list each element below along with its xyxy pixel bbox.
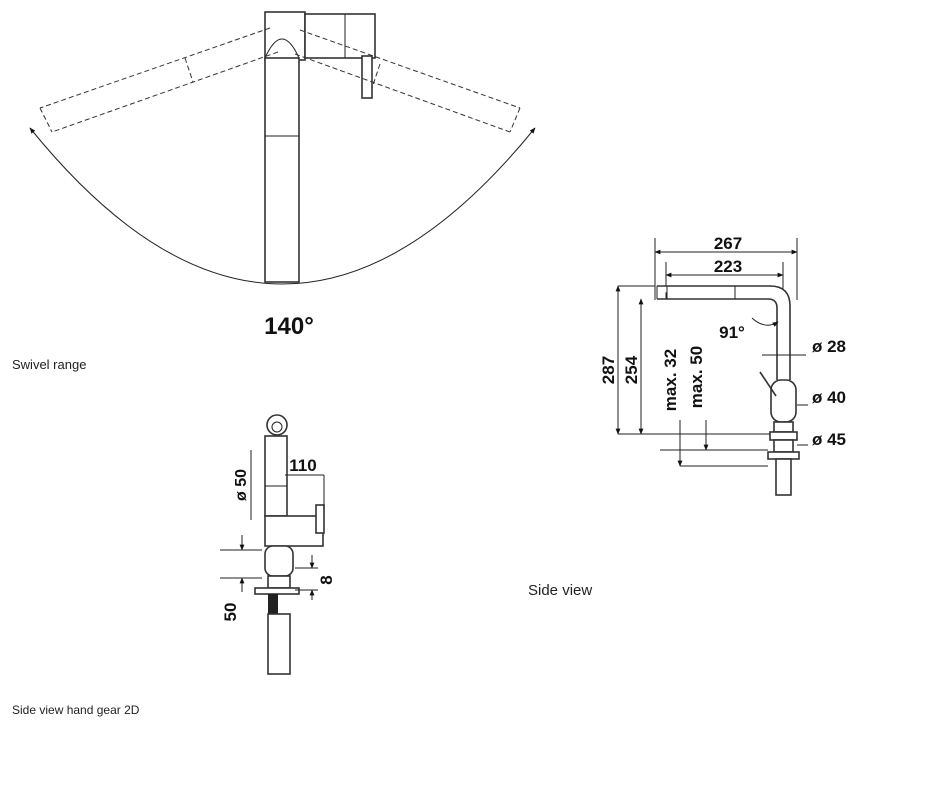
spout-center [264,57,300,283]
dim-o45: ø 45 [812,430,846,449]
spout-right-position [294,29,521,133]
spout-left-position [39,27,279,133]
dim-max50: max. 50 [687,346,706,408]
hand-gear-shank [267,613,291,675]
faucet-shank [775,458,792,496]
angle-91: 91° [719,323,745,342]
dim-8: 8 [317,575,336,584]
side-view-diagram: 267 223 91° ø 28 ø 40 ø 45 287 [599,234,846,496]
dim-267: 267 [714,234,742,253]
dim-110: 110 [289,456,316,475]
faucet-top-block [264,11,306,61]
swivel-arc [29,127,536,285]
dim-254: 254 [622,355,641,384]
hand-gear-caption: Side view hand gear 2D [12,703,140,717]
swivel-range-diagram: 140° [29,11,536,340]
faucet-body [770,379,797,423]
dim-223: 223 [714,257,742,276]
dim-50: 50 [221,603,240,622]
dim-o28: ø 28 [812,337,846,356]
swivel-caption: Swivel range [12,357,87,372]
side-view-caption: Side view [528,582,593,599]
swivel-angle-label: 140° [264,313,314,340]
hand-gear-spout [264,435,288,517]
dim-287: 287 [599,356,618,384]
hand-gear-diagram: 110 ø 50 50 8 [220,414,336,675]
dim-o50: ø 50 [233,469,250,501]
faucet-lever [361,55,373,99]
dim-o40: ø 40 [812,388,846,407]
dim-max32: max. 32 [661,349,680,411]
